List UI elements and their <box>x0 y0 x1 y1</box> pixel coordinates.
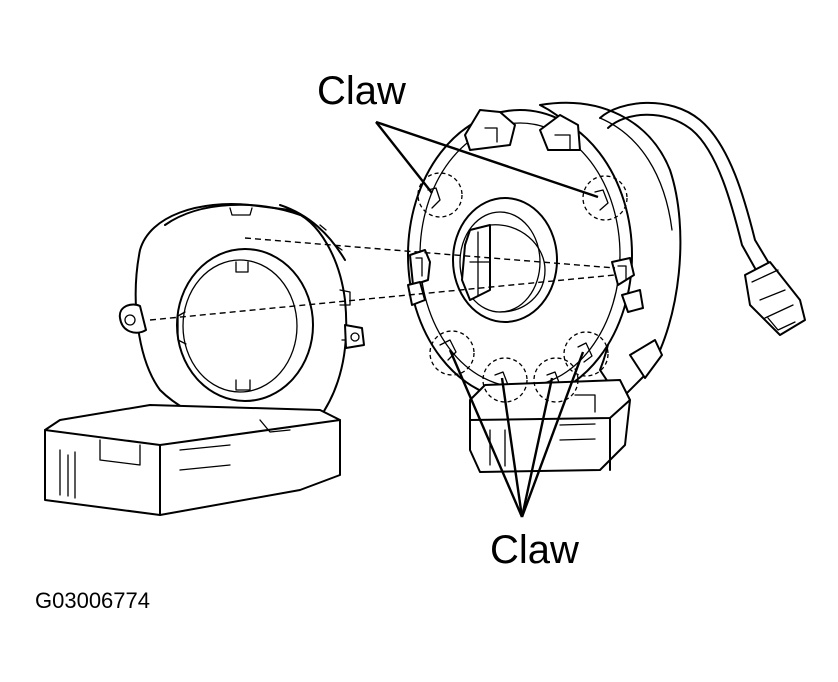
spiral-cable-part <box>407 101 806 473</box>
claw-markers <box>417 172 628 403</box>
claw-marker-bottom-1 <box>429 330 475 376</box>
claw-label-bottom: Claw <box>490 528 579 572</box>
claw-marker-bottom-2 <box>482 357 528 403</box>
claw-label-top: Claw <box>317 69 406 113</box>
claw-marker-top-left <box>417 172 463 218</box>
claw-marker-top-right <box>582 175 628 221</box>
figure-code: G03006774 <box>35 588 150 613</box>
claw-marker-bottom-3 <box>533 357 579 403</box>
alignment-lines <box>149 237 616 321</box>
leader-lines <box>375 120 599 518</box>
sensor-ring-part <box>44 203 365 516</box>
claw-marker-bottom-4 <box>563 331 609 377</box>
